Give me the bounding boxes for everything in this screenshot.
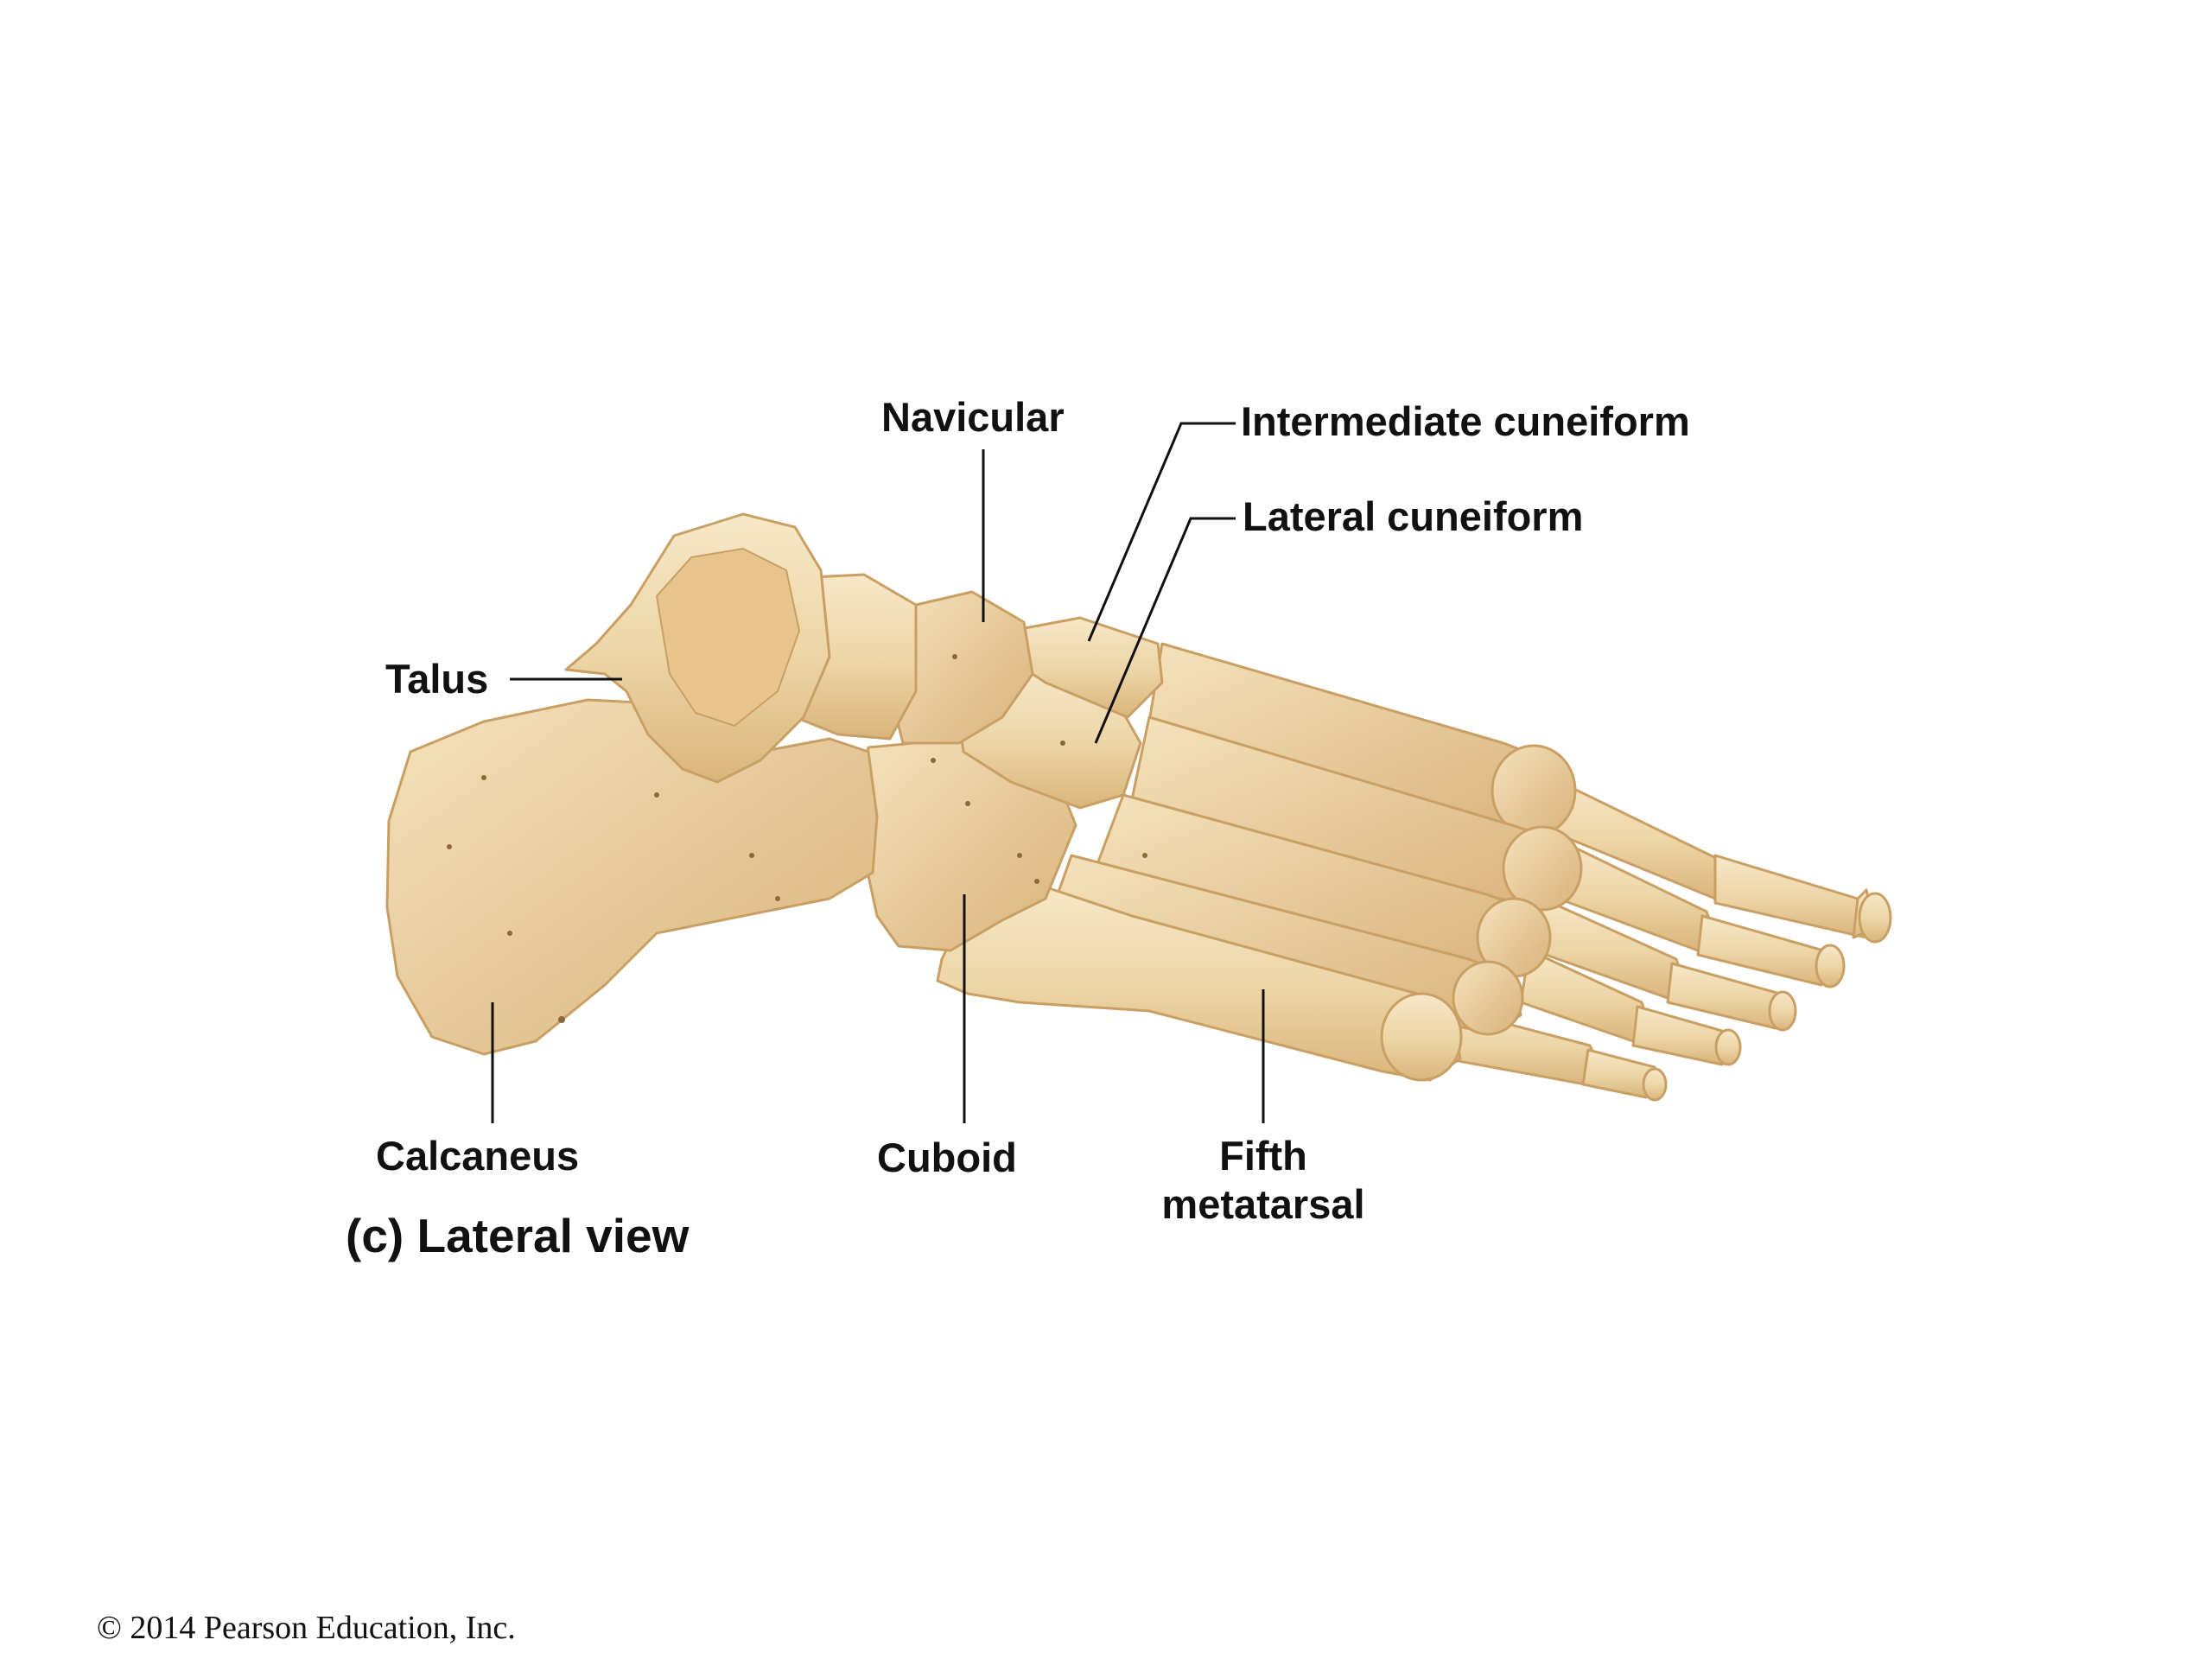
label-intermediate-cuneiform: Intermediate cuneiform (1241, 398, 1690, 444)
copyright-notice: © 2014 Pearson Education, Inc. (97, 1610, 516, 1646)
label-calcaneus: Calcaneus (376, 1133, 580, 1179)
leader-lines (491, 422, 1265, 1123)
label-navicular: Navicular (881, 394, 1065, 440)
label-talus: Talus (385, 656, 489, 702)
talus-trochlea-facet (656, 548, 800, 727)
label-fifth-metatarsal: Fifth metatarsal (1142, 1132, 1384, 1229)
label-fifth-metatarsal-line1: Fifth (1219, 1133, 1307, 1179)
figure-caption: (c) Lateral view (346, 1209, 690, 1262)
calcaneus-bone (385, 698, 879, 1056)
leader-line-lateral-cuneiform (1094, 517, 1236, 744)
bone-surface-pits (447, 654, 1147, 1023)
label-lateral-cuneiform: Lateral cuneiform (1243, 493, 1584, 539)
label-fifth-metatarsal-line2: metatarsal (1161, 1181, 1365, 1227)
fifth-metatarsal-head (1380, 992, 1463, 1082)
leader-line-intermediate-cuneiform (1087, 422, 1236, 642)
foot-bones-illustration (385, 512, 1892, 1102)
label-cuboid: Cuboid (877, 1135, 1017, 1180)
